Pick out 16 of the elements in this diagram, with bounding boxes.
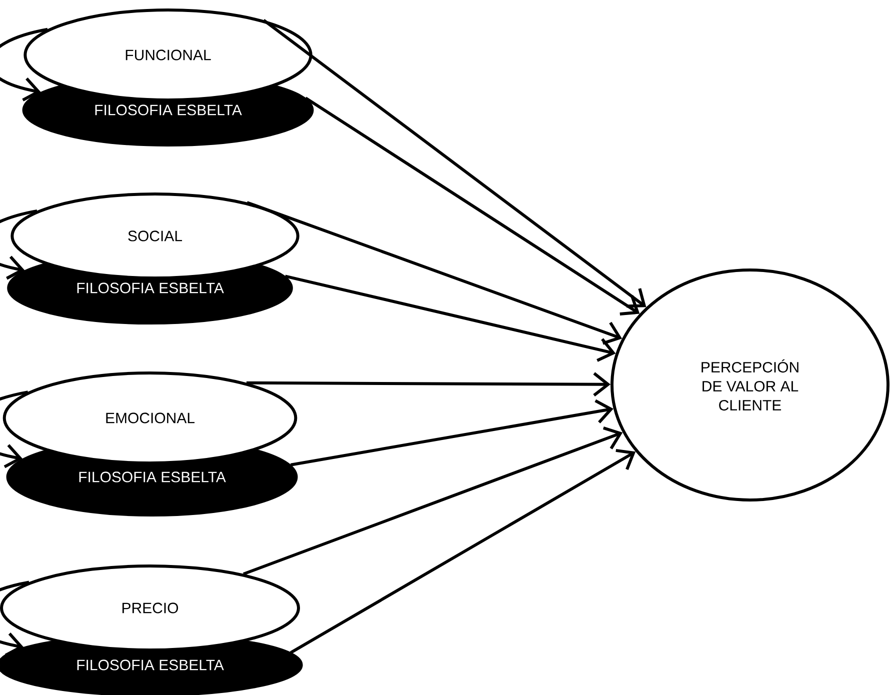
arrow (290, 399, 614, 466)
loop-arrow (0, 209, 38, 280)
ellipse-node: EMOCIONAL (2, 372, 298, 464)
ellipse-node: FUNCIONAL (24, 8, 312, 102)
loop-arrow (0, 580, 30, 657)
arrow (290, 448, 636, 654)
ellipse-node: SOCIAL (10, 192, 300, 280)
arrow (262, 18, 646, 308)
loop-arrow (0, 390, 28, 468)
loop-arrow (0, 28, 48, 102)
arrow (246, 372, 611, 397)
ellipse-node: PERCEPCIÓN DE VALOR AL CLIENTE (610, 268, 890, 502)
arrow (284, 274, 616, 362)
arrow (242, 426, 623, 576)
ellipse-node: PRECIO (0, 564, 300, 652)
arrow (246, 201, 622, 345)
